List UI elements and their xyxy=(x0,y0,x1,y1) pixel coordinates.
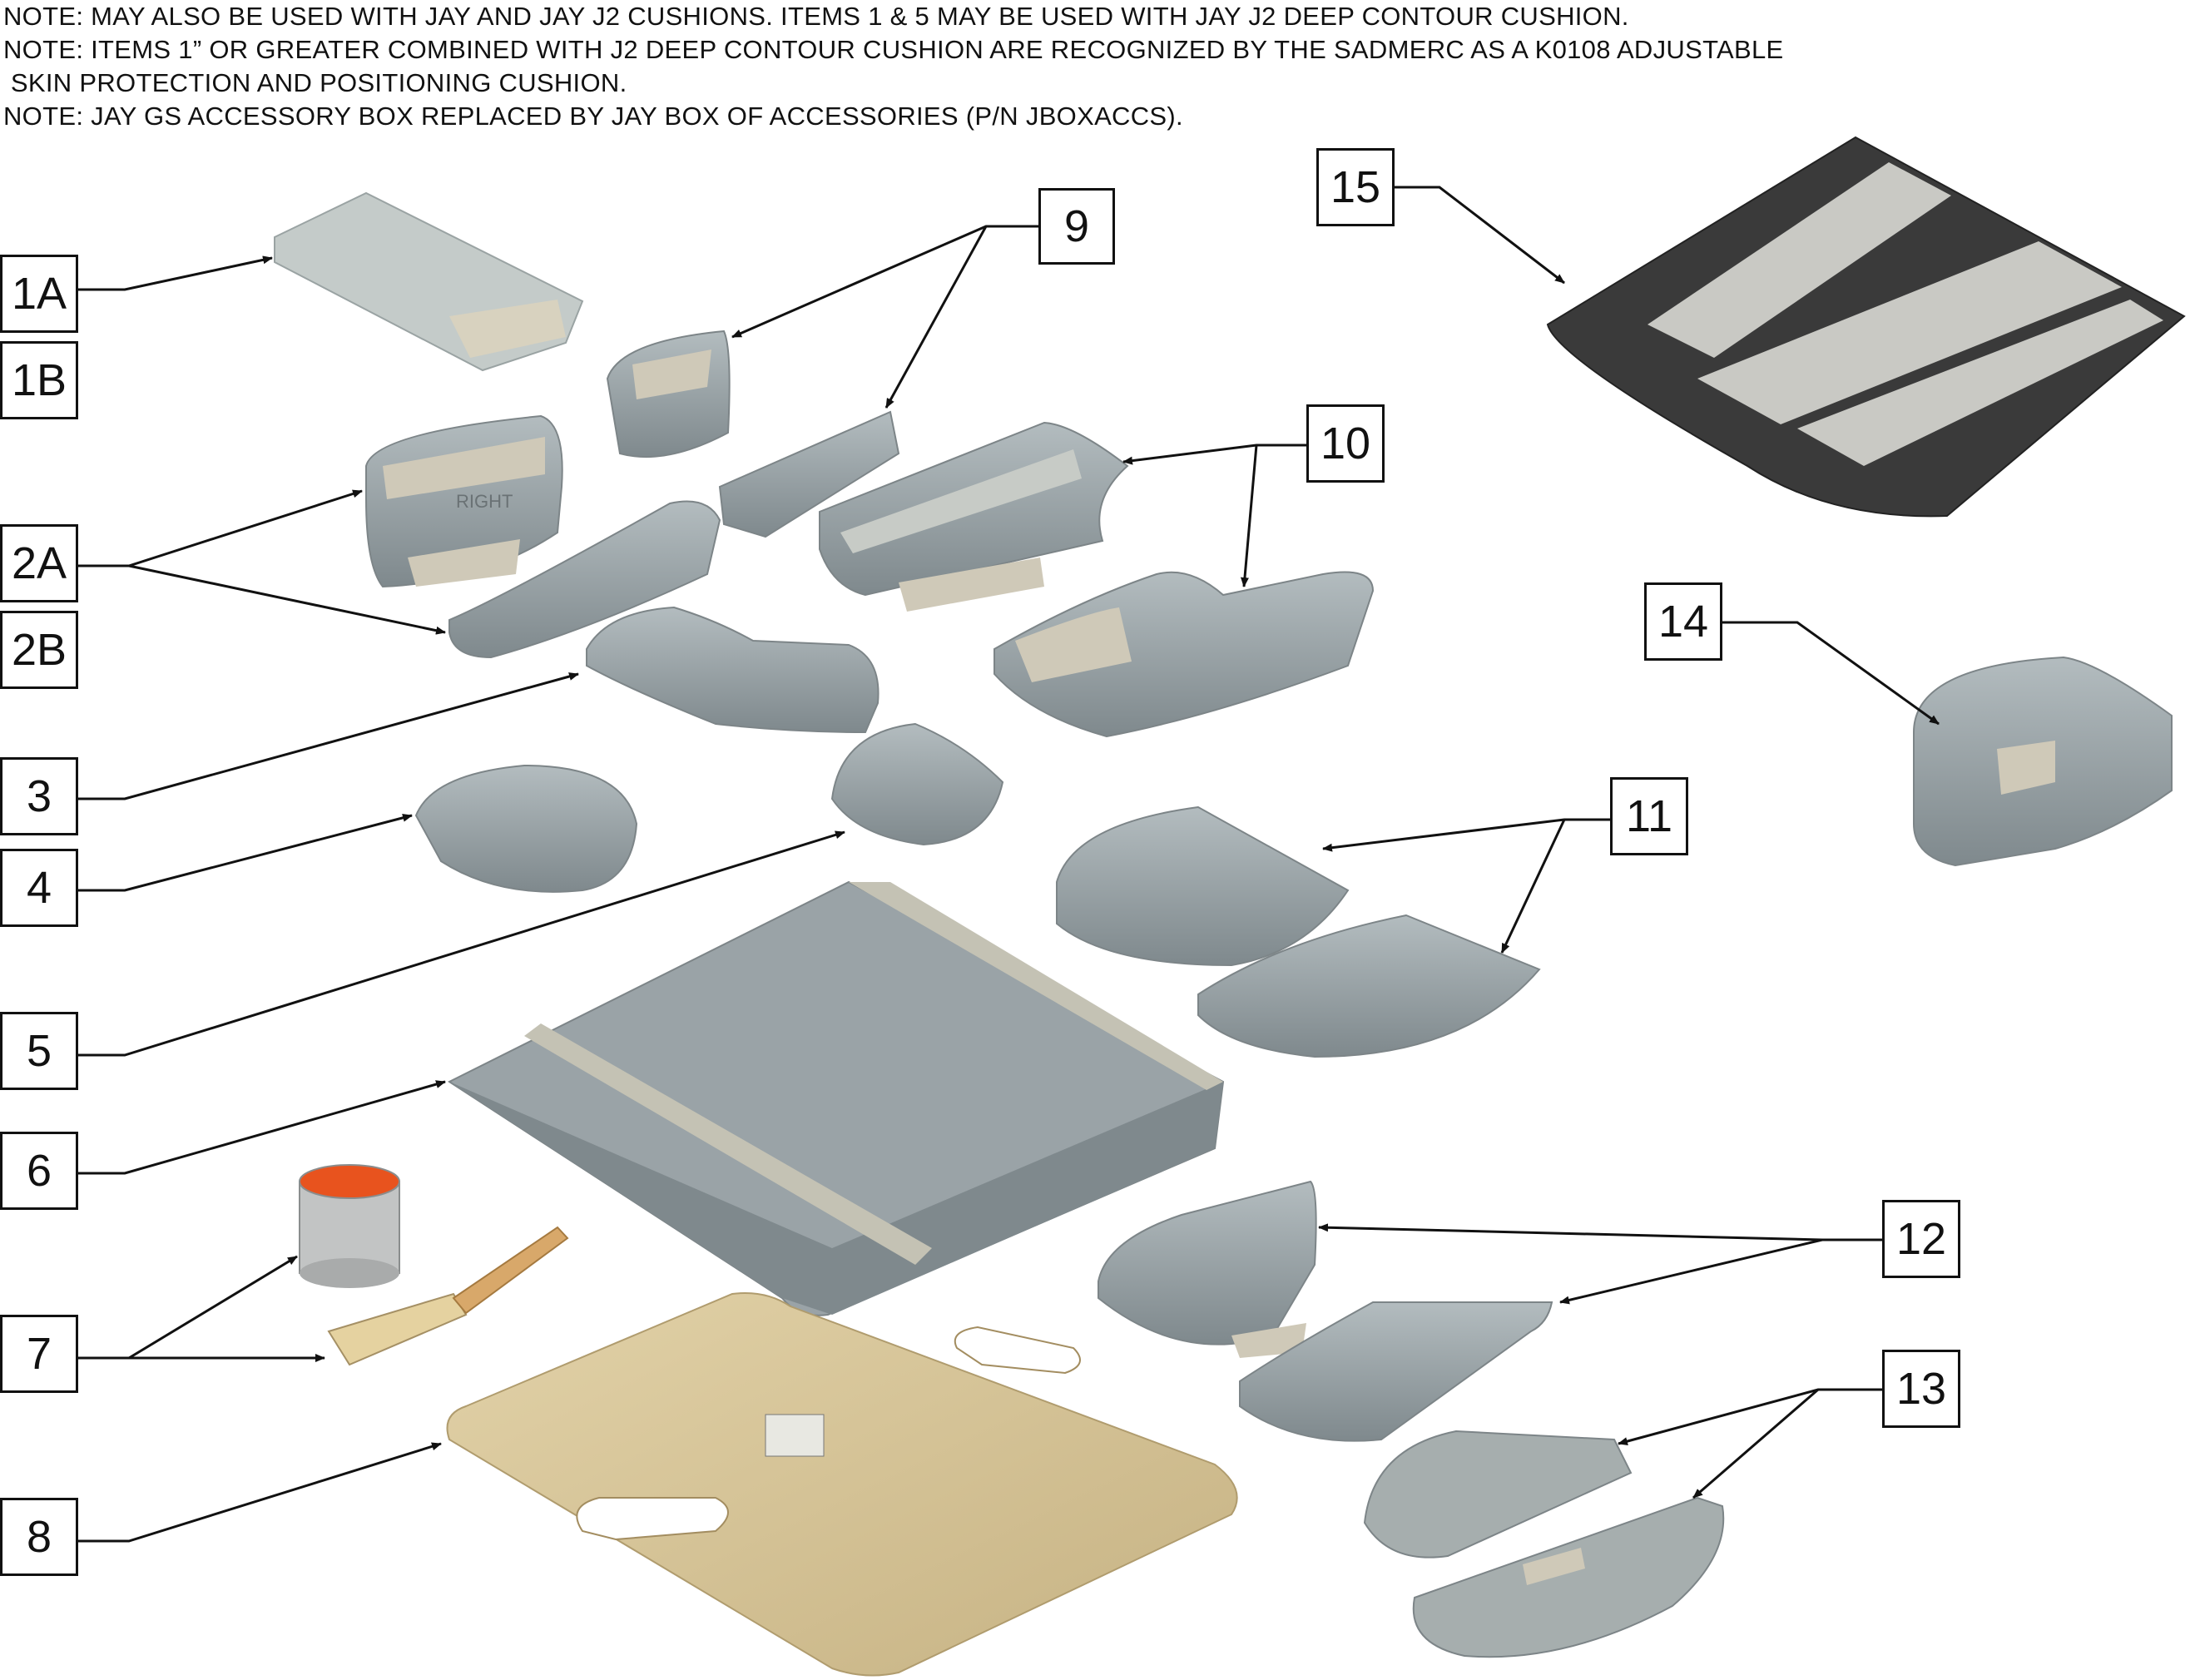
part-10-cushion-pads xyxy=(819,421,1375,738)
callout-12: 12 xyxy=(1882,1200,1960,1278)
callout-11: 11 xyxy=(1610,777,1688,855)
callout-2a: 2A xyxy=(0,524,78,602)
part-6-base xyxy=(447,880,1225,1316)
leader-14 xyxy=(1721,621,1940,726)
leader-7a xyxy=(77,1255,298,1360)
leader-3 xyxy=(77,672,579,800)
leader-11a xyxy=(1322,818,1610,852)
leader-2a-top xyxy=(77,489,363,567)
leader-5 xyxy=(77,830,845,1057)
part-3-pommel xyxy=(586,606,880,734)
leader-2a-bottom xyxy=(128,564,446,635)
leader-9b xyxy=(884,225,988,409)
callout-14: 14 xyxy=(1644,582,1722,661)
callout-9: 9 xyxy=(1038,188,1115,265)
callout-8: 8 xyxy=(0,1498,78,1576)
callout-6: 6 xyxy=(0,1132,78,1210)
part-9-support xyxy=(606,330,900,538)
callout-1b: 1B xyxy=(0,341,78,419)
callout-4: 4 xyxy=(0,849,78,927)
part-15-pad xyxy=(1546,136,2186,518)
leader-6 xyxy=(77,1080,446,1175)
leader-12a xyxy=(1318,1223,1882,1241)
callout-13: 13 xyxy=(1882,1350,1960,1428)
part-5-pad xyxy=(830,722,1004,846)
leader-4 xyxy=(77,813,413,892)
part-1a-pad xyxy=(274,191,584,372)
part-2-laterals: RIGHT xyxy=(365,414,721,659)
leader-13b xyxy=(1692,1388,1819,1499)
callout-1a: 1A xyxy=(0,255,78,333)
part-4-pad xyxy=(414,764,638,893)
part-7-adhesive-kit xyxy=(299,1164,569,1366)
callout-10: 10 xyxy=(1306,404,1385,483)
leader-9a xyxy=(731,225,1038,339)
callout-3: 3 xyxy=(0,757,78,835)
note-line-2: NOTE: ITEMS 1” OR GREATER COMBINED WITH … xyxy=(3,35,1784,64)
leader-10a xyxy=(1122,444,1306,465)
note-line-4: NOTE: JAY GS ACCESSORY BOX REPLACED BY J… xyxy=(3,102,1183,131)
leader-10b xyxy=(1240,444,1258,587)
leader-lines xyxy=(77,186,1940,1543)
leader-1a xyxy=(77,255,273,291)
right-text: RIGHT xyxy=(456,491,513,512)
leader-11b xyxy=(1500,819,1566,954)
callout-7: 7 xyxy=(0,1315,78,1393)
part-13-pads xyxy=(1363,1430,1725,1658)
part-8-board xyxy=(446,1292,1238,1677)
part-12-pads xyxy=(1098,1180,1553,1442)
callout-2b: 2B xyxy=(0,611,78,689)
leader-12b xyxy=(1559,1238,1823,1305)
callout-5: 5 xyxy=(0,1012,78,1090)
leader-8 xyxy=(77,1442,442,1543)
note-line-1: NOTE: MAY ALSO BE USED WITH JAY AND JAY … xyxy=(3,2,1629,31)
notes-block: NOTE: MAY ALSO BE USED WITH JAY AND JAY … xyxy=(3,0,2167,133)
leader-15 xyxy=(1395,186,1565,285)
callout-15: 15 xyxy=(1316,148,1395,226)
note-line-3: SKIN PROTECTION AND POSITIONING CUSHION. xyxy=(3,68,627,97)
leader-13a xyxy=(1618,1388,1882,1445)
part-14-pad xyxy=(1913,656,2173,867)
part-11-pads xyxy=(1056,805,1541,1058)
